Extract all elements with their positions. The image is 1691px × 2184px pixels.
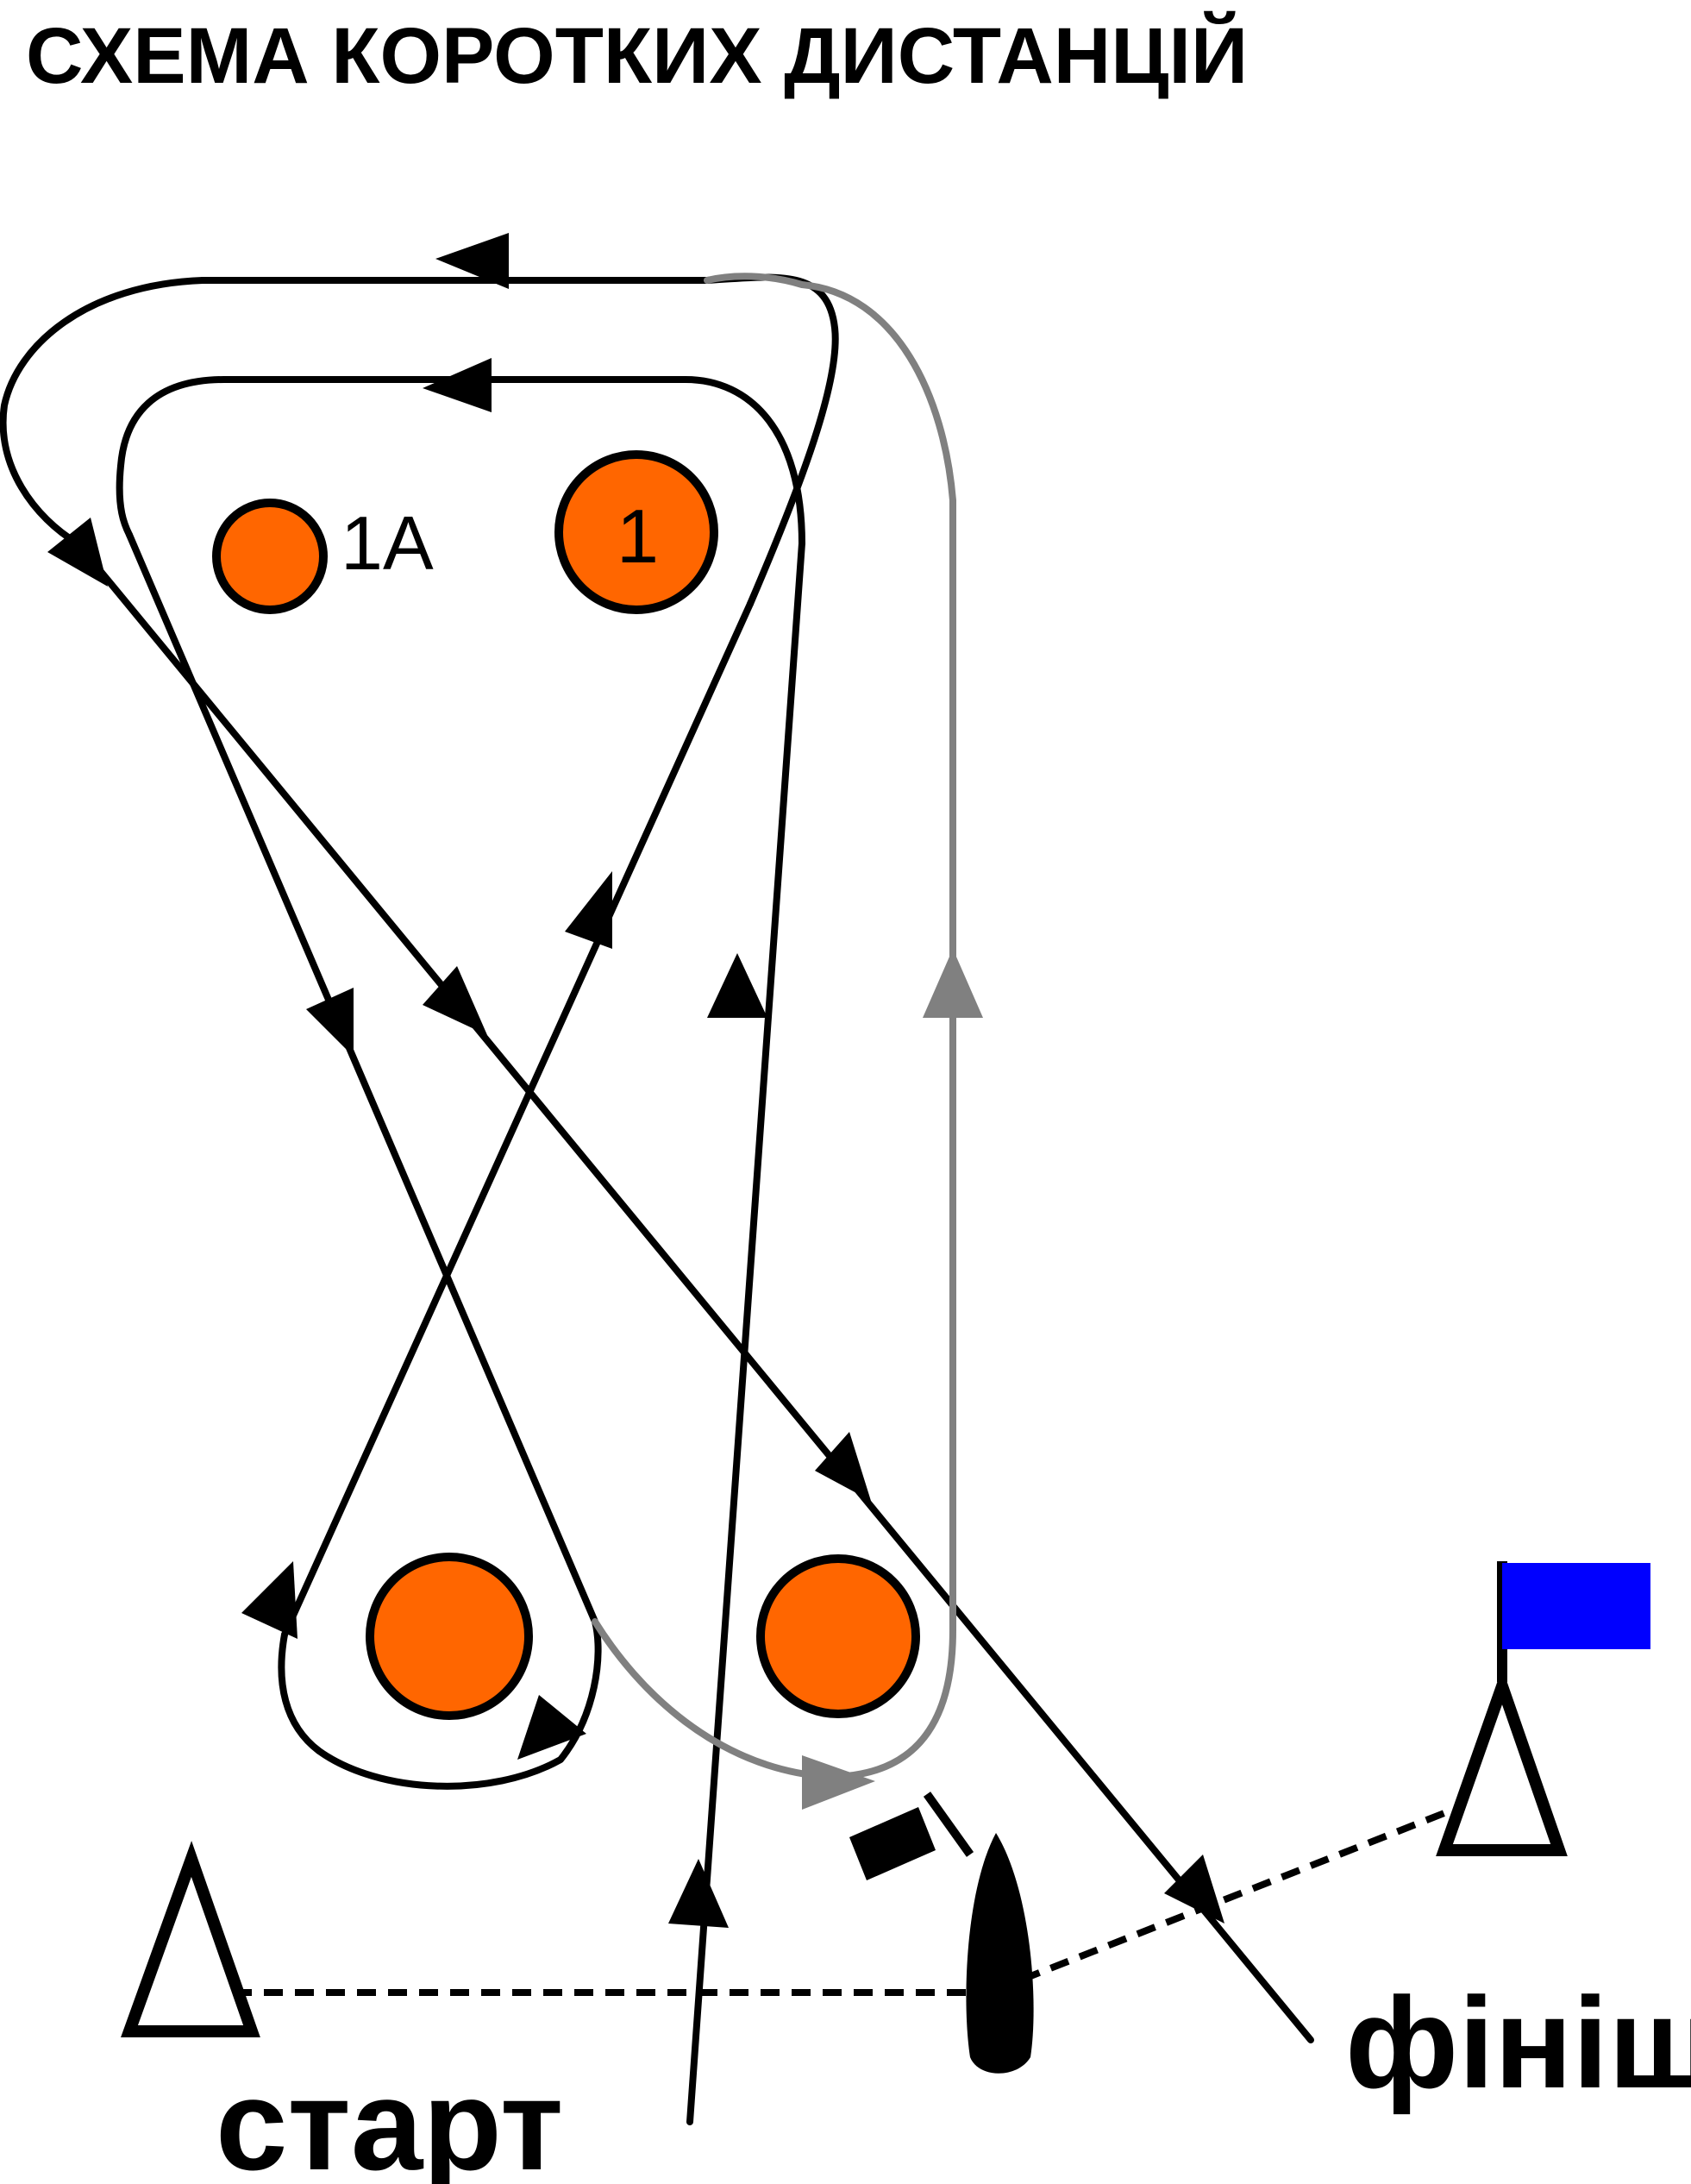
arrowhead-icon (423, 966, 487, 1035)
page-title: СХЕМА КОРОТКИХ ДИСТАНЦІЙ (26, 12, 1249, 100)
arrowhead-icon (815, 1432, 871, 1501)
finish-line (1020, 1808, 1450, 1983)
route-up-to-buoy-1 (281, 600, 754, 1638)
finish-mark (1436, 1561, 1650, 1856)
route-diagonal-to-finish (74, 540, 1314, 2043)
arrowhead-icon (435, 233, 509, 289)
buoys (212, 450, 920, 1720)
buoy-1a-label: 1A (341, 500, 434, 586)
finish-label: фініш (1345, 1970, 1691, 2115)
boat-hull (966, 1833, 1034, 2074)
arrowhead-icon (241, 1561, 297, 1639)
arrowhead-icon (1164, 1855, 1224, 1924)
arrowhead-icon (517, 1695, 586, 1760)
route-outer-left (0, 277, 206, 547)
finish-mark-icon (1436, 1667, 1568, 1856)
start-label: старт (216, 2052, 563, 2184)
route-inner-top (221, 376, 805, 547)
start-finish-lines (233, 1808, 1450, 1996)
route-diagonal-to-buoy-2 (126, 531, 602, 1790)
route-start-up (686, 540, 805, 2125)
alt-route-path (592, 273, 956, 1780)
arrowheads (47, 233, 1224, 1928)
start-mark-icon (121, 1841, 260, 2037)
boat-flag-pole (923, 1792, 974, 1857)
route-inner-left (116, 376, 228, 538)
alt-route (592, 273, 956, 1780)
boat-flag-icon (849, 1807, 936, 1880)
arrowhead-icon (802, 1755, 875, 1810)
buoy-1a (212, 499, 328, 614)
buoy-2 (366, 1553, 533, 1720)
arrowhead-icon (306, 988, 354, 1057)
buoy-3 (756, 1554, 920, 1718)
buoy-1 (554, 450, 718, 614)
arrowhead-icon (707, 953, 767, 1018)
arrowhead-icon (47, 518, 108, 587)
boat-icon (849, 1792, 1034, 2074)
arrowhead-icon (668, 1859, 729, 1928)
arrowhead-icon (423, 358, 492, 412)
finish-flag-icon (1502, 1563, 1650, 1649)
buoy-1-label: 1 (617, 493, 659, 579)
arrowhead-icon (923, 949, 983, 1018)
arrowhead-icon (565, 871, 612, 949)
